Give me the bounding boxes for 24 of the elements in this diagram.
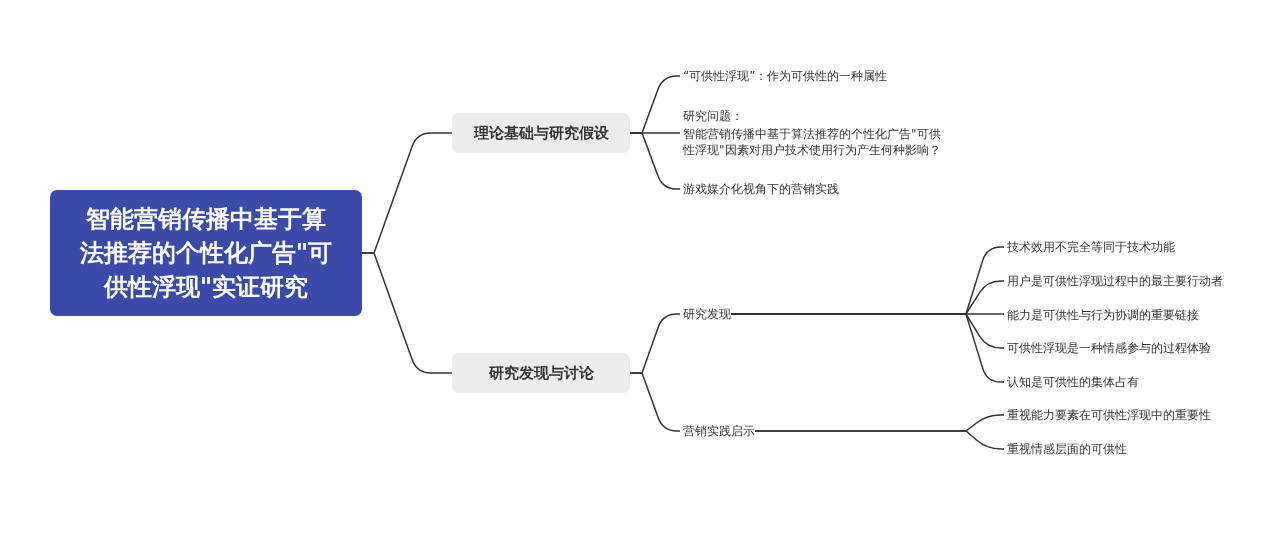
- topic-text: 认知是可供性的集体占有: [1004, 374, 1139, 390]
- connector-line: [730, 313, 1005, 383]
- connector-line: [629, 372, 681, 432]
- topic-label: 理论基础与研究假设: [473, 123, 609, 143]
- topic-text: 重视情感层面的可供性: [1004, 441, 1127, 457]
- topic-text: 技术效用不完全等同于技术功能: [1004, 239, 1175, 255]
- topic-text: 可供性浮现是一种情感参与的过程体验: [1004, 340, 1211, 356]
- topic-text: 能力是可供性与行为协调的重要链接: [1004, 307, 1199, 323]
- connector-line: [754, 430, 1005, 450]
- question-heading: 研究问题：: [682, 108, 743, 124]
- topic-text: 营销实践启示: [680, 423, 755, 439]
- topic-title: 智能营销传播中基于算法推荐的个性化广告"可供性浮现"实证研究: [78, 204, 334, 303]
- main-topic-box: [452, 353, 630, 393]
- connector-line: [361, 252, 453, 374]
- topic-text: 研究发现: [680, 306, 731, 322]
- root-topic-box: [50, 190, 362, 316]
- topic-text: “可供性浮现”：作为可供性的一种属性: [680, 68, 888, 84]
- topic-label: 研究发现与讨论: [488, 363, 594, 383]
- main-topic-box: [452, 113, 630, 153]
- connector-line: [629, 132, 681, 190]
- topic-text: 游戏媒介化视角下的营销实践: [680, 181, 839, 197]
- topic-text: 用户是可供性浮现过程中的最主要行动者: [1004, 273, 1223, 289]
- question-text: 智能营销传播中基于算法推荐的个性化广告"可供性浮现"因素对用户技术使用行为产生何种影响？: [682, 126, 942, 158]
- topic-text: 重视能力要素在可供性浮现中的重要性: [1004, 407, 1211, 423]
